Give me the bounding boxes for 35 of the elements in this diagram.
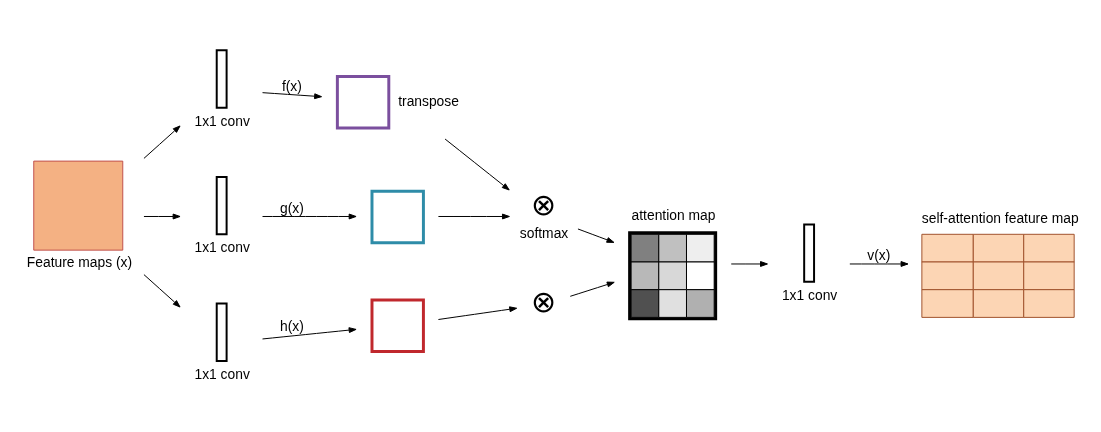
arrow — [262, 91, 323, 99]
node-label: attention map — [631, 206, 716, 223]
node-box — [215, 302, 228, 362]
node-text: ⊗ — [531, 187, 557, 221]
arrow — [569, 281, 615, 297]
arrow — [849, 260, 909, 267]
node-box — [215, 48, 228, 109]
arrow — [437, 305, 518, 320]
arrow — [437, 213, 510, 219]
edge-label: h(x) — [279, 317, 304, 334]
edge-label: v(x) — [867, 246, 891, 263]
edge-label: g(x) — [279, 199, 304, 216]
node-label: 1x1 conv — [194, 365, 250, 382]
node-label: self-attention feature map — [921, 209, 1079, 226]
arrow — [577, 227, 615, 243]
edge-label: f(x) — [281, 77, 302, 94]
node-label: 1x1 conv — [781, 286, 838, 303]
node-box — [370, 298, 425, 353]
node-label: 1x1 conv — [194, 112, 250, 129]
arrow — [143, 273, 181, 308]
node-box — [803, 222, 816, 283]
arrow — [262, 213, 357, 219]
node-label: softmax — [519, 224, 569, 241]
node-text: ⊗ — [530, 284, 556, 318]
arrow — [143, 124, 181, 159]
node-box — [370, 189, 425, 244]
arrow — [262, 326, 357, 339]
node-label: 1x1 conv — [194, 238, 250, 255]
node-label: transpose — [398, 92, 459, 109]
node-box — [335, 74, 391, 129]
arrow — [730, 260, 768, 267]
arrow — [143, 213, 181, 219]
node-label: Feature maps (x) — [26, 253, 133, 270]
node-box — [215, 175, 228, 235]
arrow — [444, 138, 510, 190]
